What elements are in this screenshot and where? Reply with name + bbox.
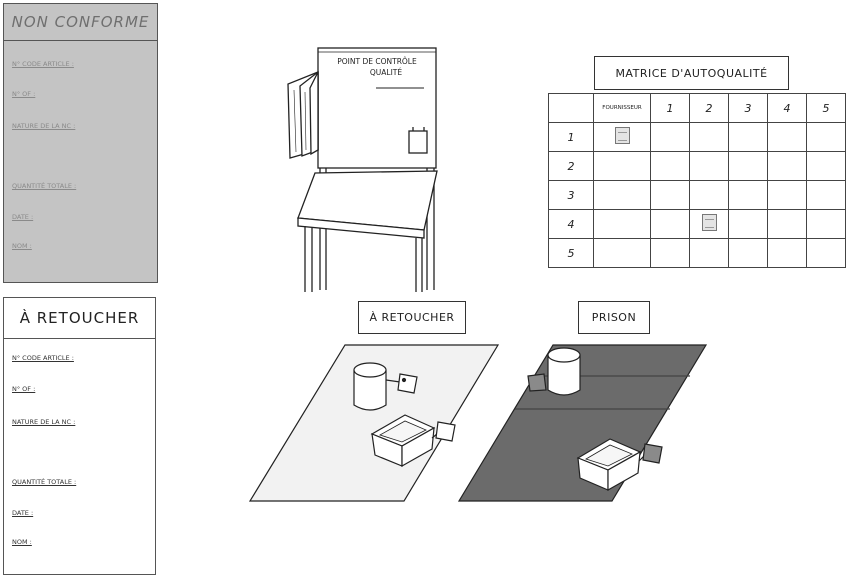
matrix-cell bbox=[651, 152, 690, 181]
matrix-cell bbox=[594, 123, 651, 152]
binder-icon bbox=[288, 72, 318, 158]
matrix-cell bbox=[651, 210, 690, 239]
matrix-row-label: 3 bbox=[549, 181, 594, 210]
matrix-cell bbox=[690, 210, 729, 239]
matrix-header-3: 3 bbox=[729, 94, 768, 123]
document-icon bbox=[702, 214, 717, 231]
control-point-title: POINT DE CONTRÔLE QUALITÉ bbox=[320, 56, 434, 78]
matrix-corner-cell bbox=[549, 94, 594, 123]
matrix-cell bbox=[594, 239, 651, 268]
matrix-cell bbox=[594, 181, 651, 210]
matrix-cell bbox=[729, 239, 768, 268]
matrix-row: 2 bbox=[549, 152, 846, 181]
matrix-cell bbox=[651, 123, 690, 152]
matrix-cell bbox=[768, 123, 807, 152]
autoquality-matrix: FOURNISSEUR 1 2 3 4 5 1 2 3 4 5 bbox=[548, 93, 846, 268]
matrix-cell bbox=[729, 210, 768, 239]
matrix-cell bbox=[768, 181, 807, 210]
matrix-row-label: 1 bbox=[549, 123, 594, 152]
retouch-floor-zone bbox=[250, 345, 498, 501]
matrix-header-1: 1 bbox=[651, 94, 690, 123]
matrix-cell bbox=[768, 152, 807, 181]
matrix-row-label: 4 bbox=[549, 210, 594, 239]
matrix-cell bbox=[807, 123, 846, 152]
matrix-header-fournisseur: FOURNISSEUR bbox=[594, 94, 651, 123]
matrix-cell bbox=[729, 123, 768, 152]
prison-tag-icon bbox=[528, 374, 546, 391]
matrix-row: 5 bbox=[549, 239, 846, 268]
matrix-cell bbox=[807, 181, 846, 210]
matrix-cell bbox=[690, 152, 729, 181]
matrix-header-2: 2 bbox=[690, 94, 729, 123]
matrix-cell bbox=[729, 152, 768, 181]
matrix-cell bbox=[690, 181, 729, 210]
matrix-row-label: 5 bbox=[549, 239, 594, 268]
matrix-header-5: 5 bbox=[807, 94, 846, 123]
control-point-title-line2: QUALITÉ bbox=[320, 67, 434, 78]
retoucher-zone-label: À RETOUCHER bbox=[358, 301, 466, 334]
matrix-cell bbox=[651, 239, 690, 268]
control-point-title-line1: POINT DE CONTRÔLE bbox=[320, 56, 434, 67]
prison-floor-zone bbox=[459, 345, 706, 501]
matrix-cell bbox=[807, 152, 846, 181]
matrix-row: 1 bbox=[549, 123, 846, 152]
matrix-cell bbox=[690, 239, 729, 268]
matrix-header-4: 4 bbox=[768, 94, 807, 123]
matrix-row-label: 2 bbox=[549, 152, 594, 181]
matrix-cell bbox=[651, 181, 690, 210]
matrix-title: MATRICE D'AUTOQUALITÉ bbox=[594, 56, 789, 90]
prison-bin-icon bbox=[548, 348, 580, 395]
retouch-bin-icon bbox=[354, 363, 386, 410]
document-icon bbox=[615, 127, 630, 144]
matrix-header-row: FOURNISSEUR 1 2 3 4 5 bbox=[549, 94, 846, 123]
matrix-cell bbox=[594, 152, 651, 181]
matrix-cell bbox=[768, 210, 807, 239]
matrix-cell bbox=[594, 210, 651, 239]
matrix-cell bbox=[690, 123, 729, 152]
clipboard-icon bbox=[409, 127, 427, 153]
matrix-row: 3 bbox=[549, 181, 846, 210]
matrix-cell bbox=[768, 239, 807, 268]
matrix-cell bbox=[807, 210, 846, 239]
prison-zone-label: PRISON bbox=[578, 301, 650, 334]
matrix-cell bbox=[807, 239, 846, 268]
matrix-cell bbox=[729, 181, 768, 210]
control-point-station bbox=[288, 48, 437, 292]
matrix-row: 4 bbox=[549, 210, 846, 239]
